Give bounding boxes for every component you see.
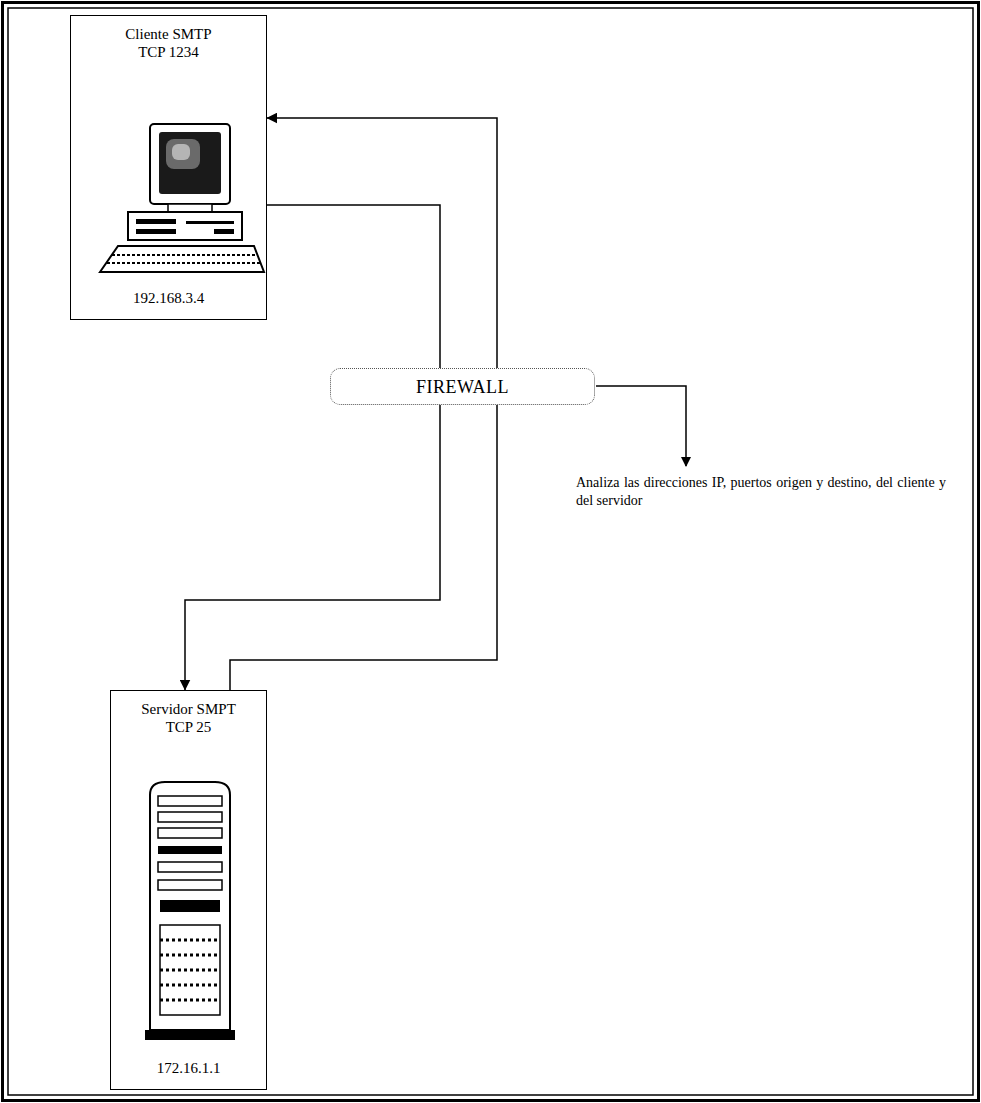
connector-line: [185, 405, 440, 690]
server-icon-part: [160, 900, 220, 912]
server-icon-part: [160, 969, 220, 972]
computer-icon-part: [100, 246, 264, 272]
computer-icon-part: [172, 144, 190, 160]
ip-address: 172.16.1.1: [115, 1059, 262, 1077]
server-icon-part: [158, 880, 222, 890]
server-icon-part: [160, 954, 220, 957]
computer-icon-part: [186, 221, 234, 224]
computer-icon-part: [214, 229, 234, 234]
server-icon-part: [150, 782, 230, 1030]
connector-line: [267, 205, 440, 368]
ip-address: 192.168.3.4: [75, 289, 262, 307]
connector-line: [267, 118, 497, 368]
computer-icon-part: [150, 124, 230, 204]
computer-icon-part: [136, 219, 176, 224]
server-icon-part: [160, 925, 220, 1015]
server-icon: [145, 782, 235, 1040]
computer-icon-part: [159, 132, 221, 194]
server-icon-part: [160, 939, 220, 942]
computer-icon-part: [136, 229, 176, 234]
computer-icon-part: [168, 204, 212, 212]
computer-icon-part: [107, 262, 260, 264]
server-icon-part: [145, 1030, 235, 1040]
computer-icon-part: [128, 212, 242, 240]
server-box: Servidor SMPT TCP 25 172.16.1.1: [110, 690, 267, 1090]
page-frame-part: [8, 8, 973, 1095]
note-text: Analiza las direcciones IP, puertos orig…: [576, 474, 946, 510]
client-box: Cliente SMTP TCP 1234 192.168.3.4: [70, 15, 267, 320]
server-icon-part: [158, 812, 222, 822]
node-heading: Servidor SMPT TCP 25: [139, 700, 239, 736]
computer-icon-part: [112, 254, 256, 256]
computer-icon-part: [166, 139, 200, 169]
server-icon-part: [158, 862, 222, 872]
server-icon-part: [158, 796, 222, 806]
page-frame: [3, 3, 979, 1101]
leader-arrow: [596, 386, 686, 466]
leader-arrow-part: [596, 386, 686, 466]
computer-icon: [100, 124, 264, 272]
server-icon-part: [158, 828, 222, 838]
node-label: FIREWALL: [416, 378, 509, 396]
server-icon-part: [160, 999, 220, 1002]
node-heading: Cliente SMTP TCP 1234: [119, 25, 219, 61]
firewall-box: FIREWALL: [330, 368, 595, 405]
page-frame-part: [3, 3, 979, 1101]
server-icon-part: [160, 984, 220, 987]
server-icon-part: [158, 846, 222, 854]
connector-line: [230, 405, 497, 690]
